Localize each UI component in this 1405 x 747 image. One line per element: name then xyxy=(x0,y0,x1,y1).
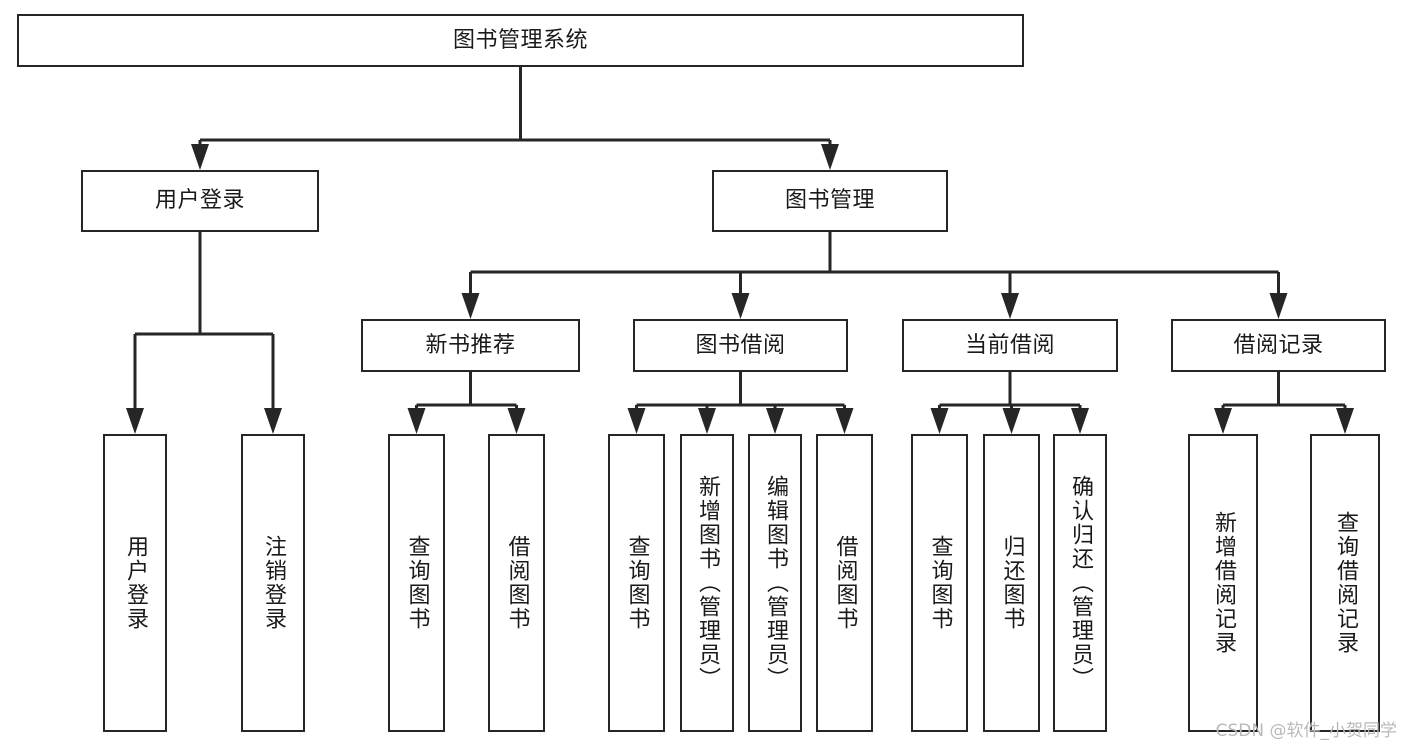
node-l_nr_query[interactable]: 查询图书 xyxy=(388,434,445,732)
node-borrow[interactable]: 图书借阅 xyxy=(633,319,848,372)
edge-arrowhead xyxy=(627,408,646,434)
edge-arrowhead xyxy=(1269,293,1288,319)
node-l_c_confirm[interactable]: 确认归还（管理员） xyxy=(1053,434,1107,732)
node-l_b_edit[interactable]: 编辑图书（管理员） xyxy=(748,434,802,732)
edge-arrowhead xyxy=(1002,408,1021,434)
node-current[interactable]: 当前借阅 xyxy=(902,319,1118,372)
node-label: 图书管理系统 xyxy=(452,27,588,53)
edge-arrowhead xyxy=(731,293,750,319)
node-user_login[interactable]: 用户登录 xyxy=(81,170,319,232)
node-history[interactable]: 借阅记录 xyxy=(1171,319,1386,372)
node-label: 用户登录 xyxy=(154,188,245,213)
edge-arrowhead xyxy=(930,408,949,434)
node-l_b_query[interactable]: 查询图书 xyxy=(608,434,665,732)
edge-arrowhead xyxy=(126,408,144,434)
node-new_rec[interactable]: 新书推荐 xyxy=(361,319,580,372)
edge-arrowhead xyxy=(407,408,426,434)
node-l_h_add[interactable]: 新增借阅记录 xyxy=(1188,434,1258,732)
node-label: 新增图书（管理员） xyxy=(695,475,720,691)
edge-arrowhead xyxy=(1071,408,1089,434)
node-label: 注销登录 xyxy=(261,535,286,631)
node-label: 编辑图书（管理员） xyxy=(763,475,788,691)
edge-arrowhead xyxy=(1336,408,1354,434)
node-label: 查询图书 xyxy=(927,535,953,631)
node-label: 当前借阅 xyxy=(964,332,1055,358)
node-label: 确认归还（管理员） xyxy=(1068,475,1093,691)
node-l_b_borrow[interactable]: 借阅图书 xyxy=(816,434,873,732)
edge-arrowhead xyxy=(1214,408,1232,434)
watermark: CSDN @软件_小贺同学 xyxy=(1215,721,1397,741)
edge-arrowhead xyxy=(821,144,839,170)
edge-arrowhead xyxy=(264,408,282,434)
node-label: 查询图书 xyxy=(404,535,430,631)
node-root[interactable]: 图书管理系统 xyxy=(17,14,1024,67)
node-l_c_query[interactable]: 查询图书 xyxy=(911,434,968,732)
node-label: 图书借阅 xyxy=(695,332,786,358)
node-l_b_add[interactable]: 新增图书（管理员） xyxy=(680,434,734,732)
node-l_h_query[interactable]: 查询借阅记录 xyxy=(1310,434,1380,732)
node-label: 借阅图书 xyxy=(504,535,530,631)
edge-arrowhead xyxy=(507,408,526,434)
edge-arrowhead xyxy=(461,293,480,319)
node-label: 用户登录 xyxy=(123,535,148,631)
node-label: 归还图书 xyxy=(999,535,1025,631)
node-label: 借阅记录 xyxy=(1233,332,1324,358)
node-label: 查询借阅记录 xyxy=(1333,511,1358,655)
node-label: 借阅图书 xyxy=(832,535,858,631)
node-l_user_logout[interactable]: 注销登录 xyxy=(241,434,305,732)
edge-arrowhead xyxy=(191,144,209,170)
node-l_c_return[interactable]: 归还图书 xyxy=(983,434,1040,732)
node-l_user_login[interactable]: 用户登录 xyxy=(103,434,167,732)
node-label: 新书推荐 xyxy=(425,332,516,358)
node-label: 图书管理 xyxy=(784,188,875,213)
edge-arrowhead xyxy=(1001,293,1019,319)
edge-arrowhead xyxy=(766,408,784,434)
node-label: 查询图书 xyxy=(624,535,650,631)
node-book_manage[interactable]: 图书管理 xyxy=(712,170,948,232)
node-l_nr_borrow[interactable]: 借阅图书 xyxy=(488,434,545,732)
edge-arrowhead xyxy=(835,408,854,434)
edge-arrowhead xyxy=(698,408,716,434)
node-label: 新增借阅记录 xyxy=(1211,511,1236,655)
